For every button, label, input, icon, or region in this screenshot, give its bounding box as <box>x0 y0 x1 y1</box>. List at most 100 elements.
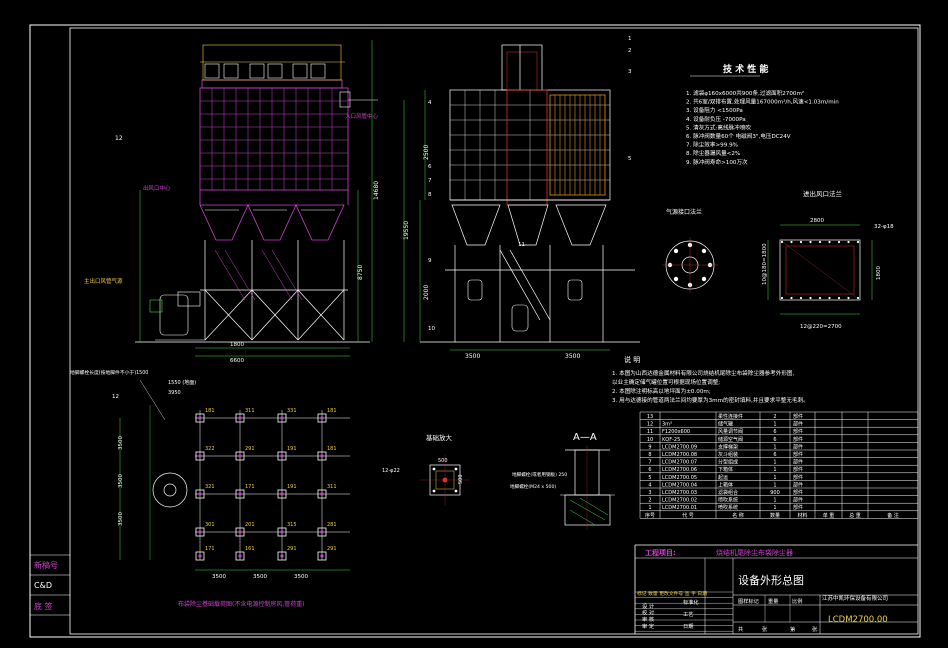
load-value: 181 <box>327 446 337 452</box>
foundation-nodes <box>195 413 327 561</box>
side-label-3: 底 签 <box>34 602 53 611</box>
section-aa-bolt: 地脚螺栓(M24 x 500) <box>510 483 556 490</box>
dim-bottom-a: 1800 <box>230 342 244 348</box>
flange-bolt-hole <box>818 296 822 300</box>
sheet-label: 共 <box>738 625 743 633</box>
tech-item: 7. 除尘效率>99.9% <box>686 141 738 149</box>
callout-number: 11 <box>518 242 525 248</box>
foundation-node <box>317 527 327 537</box>
title-mid: 日期 <box>683 623 693 630</box>
base-dim-b: 500 <box>458 474 464 484</box>
loads-title: 布袋除尘基础载荷图(不含电源控制房风,管荷重) <box>178 600 305 608</box>
load-value: 315 <box>287 522 297 528</box>
foundation-bolt <box>280 530 284 534</box>
bom-unit: 部件 <box>793 421 803 428</box>
bom-qty: 900 <box>770 490 780 496</box>
bom-header: 名 称 <box>732 512 744 519</box>
bom-code: F1200x600 <box>662 429 690 435</box>
section-aa-anno: 地脚螺栓(或者用钢板) 250 <box>512 471 567 478</box>
bom-name: 喷吹系统 <box>718 497 738 504</box>
anno-inlet: 入口风管中心 <box>345 112 379 120</box>
flange-dim-bottom: 12@220=2700 <box>800 324 842 330</box>
load-value: 191 <box>287 484 297 490</box>
foundation-node <box>195 413 205 423</box>
load-value: 322 <box>205 446 215 452</box>
change-label: 标记 数量 更改文件号 签 字 日期 <box>637 590 707 597</box>
text-layer: 入口风管中心出风口中心12主出口风管气源14680875018006600195… <box>70 36 894 608</box>
bom-name: 储源空气阀 <box>718 436 743 443</box>
plan-anno-a: 地脚螺栓长度(按地脚件不小于)1500 <box>70 369 148 376</box>
load-value: 291 <box>327 546 337 552</box>
foundation-node <box>235 451 245 461</box>
flange-bolt-hole <box>809 296 812 300</box>
foundation-bolt <box>238 530 242 534</box>
load-value: 291 <box>287 546 297 552</box>
bom-header: 备 注 <box>887 512 899 519</box>
foundation-bolt <box>320 454 324 458</box>
bom-unit: 部件 <box>793 428 803 435</box>
bom-no: 6 <box>648 467 651 473</box>
callout-number: 4 <box>428 100 432 106</box>
plan-dim-left: 3500 <box>118 512 124 526</box>
foundation-bolt <box>238 454 242 458</box>
foundation-node <box>317 451 327 461</box>
load-value: 331 <box>287 408 297 414</box>
load-value: 281 <box>327 522 337 528</box>
load-value: 321 <box>205 484 215 490</box>
title-row: 校 对 <box>642 609 654 617</box>
flange-bolt-hole <box>809 240 812 244</box>
flange-bolt-hole <box>847 296 850 300</box>
bom-unit: 部件 <box>793 466 803 473</box>
dim-side-a: 3500 <box>465 353 480 360</box>
foundation-bolt <box>198 530 202 534</box>
title-row: 设 计 <box>642 602 654 610</box>
bom-no: 11 <box>647 429 653 435</box>
load-value: 161 <box>245 546 255 552</box>
foundation-bolt <box>238 492 242 496</box>
title-row: 审 定 <box>642 622 654 630</box>
title-mid: 工艺 <box>683 611 693 618</box>
foundation-bolt <box>280 416 284 420</box>
bom-unit: 部件 <box>793 489 803 496</box>
bom-no: 10 <box>647 437 653 443</box>
front-elevation <box>135 40 378 357</box>
bom-name: 柔性连接件 <box>718 413 743 420</box>
bom-code: 3m³ <box>662 422 672 428</box>
flange-bolt-hole <box>790 296 793 300</box>
bom-name: 上箱体 <box>718 481 733 488</box>
bom-qty: 1 <box>773 482 776 488</box>
foundation-bolt <box>198 416 202 420</box>
bom-name: 滤袋组合 <box>718 489 738 496</box>
flange-bolt-hole <box>780 240 784 244</box>
anno-gas-source: 主出口风管气源 <box>84 277 123 285</box>
load-value: 181 <box>205 408 215 414</box>
bom-name: 喷吹系统 <box>718 504 738 511</box>
tech-item: 4. 设备耐负压 -7000Pa <box>686 115 746 123</box>
title-block: 工程项目:烧结机尾除尘布袋除尘器设备外形总图江苏中凯环保设备有限公司LCDM27… <box>634 544 918 634</box>
bom-no: 1 <box>648 505 651 511</box>
tech-title: 技 术 性 能 <box>723 63 768 75</box>
load-value: 171 <box>205 546 215 552</box>
bom-header: 总 重 <box>849 512 861 519</box>
tech-item: 8. 除尘器漏风量<2% <box>686 149 740 157</box>
anno-outlet: 出风口中心 <box>143 184 171 192</box>
bom-qty: 1 <box>773 422 776 428</box>
flange-bolt-hole <box>856 240 860 244</box>
flange-left-title: 气源接口法兰 <box>666 208 702 216</box>
foundation-node <box>277 527 287 537</box>
bom-unit: 部件 <box>793 443 803 450</box>
flange-bolt-hole <box>799 240 803 244</box>
flange-bolt-hole <box>847 240 850 244</box>
plan-dim-left: 3500 <box>118 474 124 488</box>
project-name: 烧结机尾除尘布袋除尘器 <box>716 548 793 557</box>
dim-8750: 8750 <box>357 265 364 280</box>
foundation-node <box>277 551 287 561</box>
bom-header: 材料 <box>797 512 807 519</box>
dim-lower: 2000 <box>423 285 430 300</box>
bom-header: 单 重 <box>823 512 835 519</box>
plan-anno-b: 1550 (地面) <box>168 379 196 386</box>
foundation-node <box>235 413 245 423</box>
foundation-bolt <box>280 554 284 558</box>
bom-qty: 1 <box>773 444 776 450</box>
